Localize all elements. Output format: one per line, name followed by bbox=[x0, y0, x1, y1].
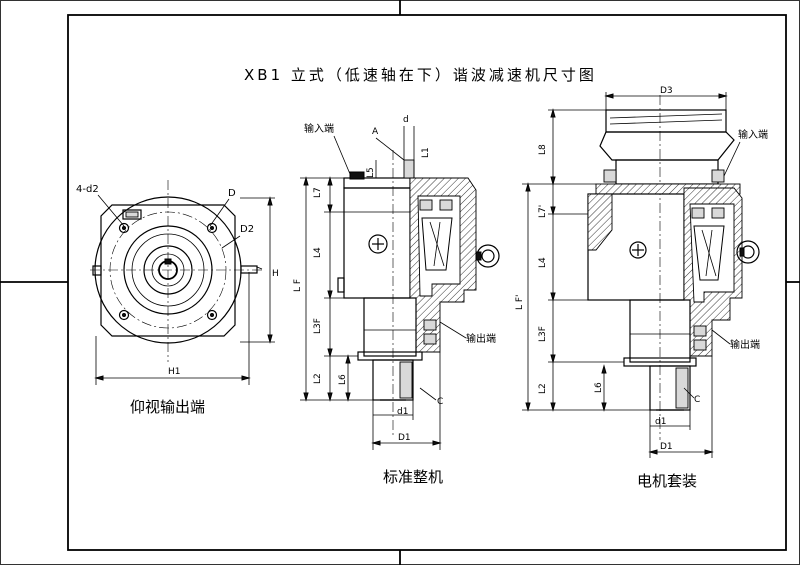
dim-L2-right: L2 bbox=[538, 383, 548, 394]
dim-D1-right: D1 bbox=[660, 442, 673, 452]
label-A: A bbox=[372, 127, 379, 137]
label-D2: D2 bbox=[240, 224, 254, 235]
dim-L8: L8 bbox=[538, 144, 548, 155]
label-C-left: C bbox=[437, 397, 443, 407]
label-D: D bbox=[228, 188, 236, 199]
dim-LF-right: L F' bbox=[515, 294, 525, 310]
dim-L4-right: L4 bbox=[538, 257, 548, 268]
standard-view: L7 L4 L F L3F L2 L6 L5 L1 A d d1 D1 C 输入… bbox=[293, 115, 500, 450]
dim-L5: L5 bbox=[366, 167, 376, 178]
dim-L7: L7 bbox=[313, 187, 323, 198]
caption-bottom-view: 仰视输出端 bbox=[130, 398, 205, 416]
label-input-left: 输入端 bbox=[304, 122, 334, 135]
dim-L3F-left: L3F bbox=[313, 318, 323, 334]
label-output-right: 输出端 bbox=[730, 338, 760, 351]
label-output-left: 输出端 bbox=[466, 332, 496, 345]
dim-L4-left: L4 bbox=[313, 247, 323, 258]
caption-motor-set: 电机套装 bbox=[637, 472, 697, 490]
dim-D1-left: D1 bbox=[398, 433, 411, 443]
label-C-right: C bbox=[694, 395, 700, 405]
label-4-d2: 4-d2 bbox=[76, 184, 99, 195]
dim-d1-left: d1 bbox=[397, 407, 408, 417]
label-d: d bbox=[403, 115, 409, 125]
motor-set-view: L8 L7' L4 L F' L3F L2 L6 D3 d1 D1 C 输入端 bbox=[515, 86, 768, 458]
dim-LF-left: L F bbox=[293, 279, 303, 292]
caption-standard: 标准整机 bbox=[383, 468, 443, 486]
dim-L3F-right: L3F bbox=[538, 326, 548, 342]
dim-H1: H1 bbox=[168, 367, 181, 377]
bottom-view: H H1 4-d2 D D2 bbox=[76, 180, 279, 385]
drawing-title: XB1 立式（低速轴在下）谐波减速机尺寸图 bbox=[244, 66, 597, 84]
dim-H: H bbox=[272, 269, 279, 279]
label-input-right: 输入端 bbox=[738, 128, 768, 141]
dim-L1: L1 bbox=[421, 147, 431, 158]
dim-L7-prime: L7' bbox=[538, 205, 548, 218]
dim-L6-left: L6 bbox=[338, 374, 348, 385]
dim-D3: D3 bbox=[660, 86, 673, 96]
dim-d1-right: d1 bbox=[655, 417, 666, 427]
dim-L2-left: L2 bbox=[313, 373, 323, 384]
dim-L6-right: L6 bbox=[594, 382, 604, 393]
